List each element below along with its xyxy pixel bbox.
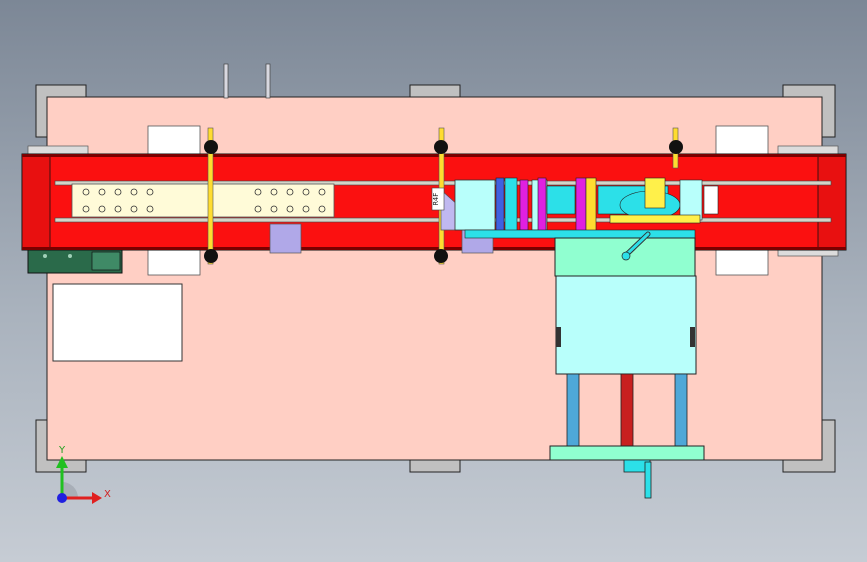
pins [223,63,271,99]
cam-mechanism[interactable] [454,177,719,239]
part-tag: R4F [431,187,445,211]
knob [434,140,448,154]
triad-x-label: X [104,489,111,500]
foot-bottom-middle [409,458,461,473]
knob [669,140,683,154]
perforated-plate [71,183,335,218]
z-axis-icon [57,493,67,503]
lift-unit[interactable] [549,231,705,499]
coordinate-triad: Y X [56,445,111,504]
knob [204,140,218,154]
triad-y-label: Y [58,445,66,456]
part-label: R4F [432,193,440,206]
knob [204,249,218,263]
drive-motor[interactable] [27,248,123,274]
label-window [52,283,183,362]
knob [434,249,448,263]
white-windows [52,125,769,362]
